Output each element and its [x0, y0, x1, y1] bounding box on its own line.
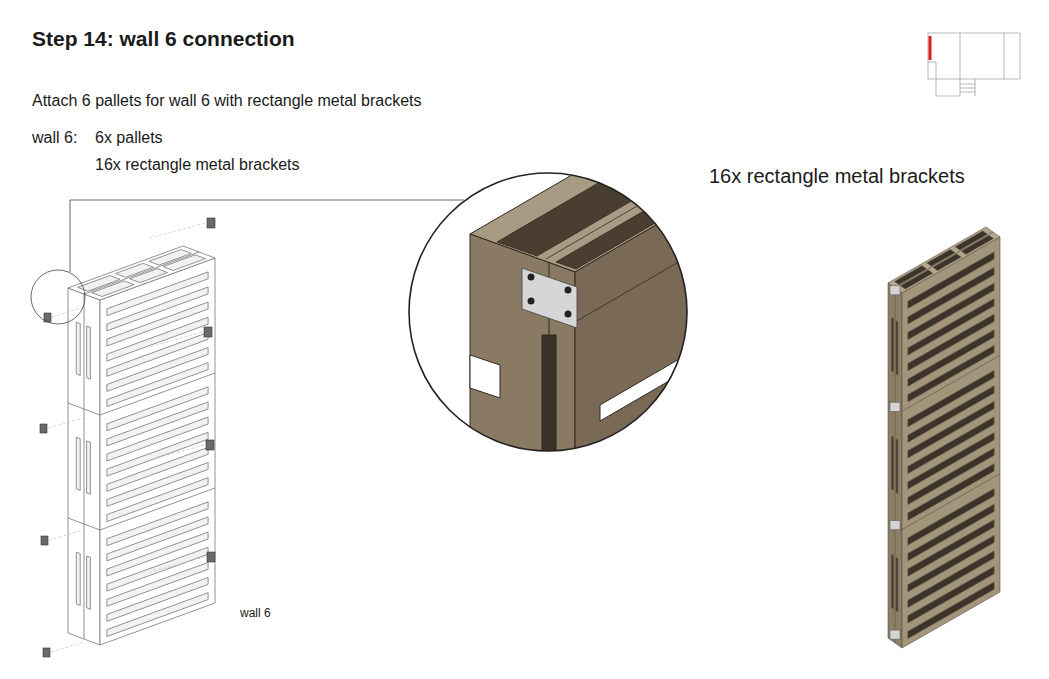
guide-line [51, 642, 84, 652]
compartment [895, 266, 927, 285]
layer-seam [84, 252, 199, 294]
slot-opening [600, 347, 700, 421]
guide-line [150, 332, 202, 347]
compartment [955, 231, 987, 250]
slat-line [575, 238, 720, 322]
side-face [100, 258, 215, 645]
map-line [1020, 33, 1021, 79]
end-face [888, 283, 902, 648]
fork-slot [87, 441, 91, 494]
map-stair [975, 79, 976, 96]
slat-gap [107, 478, 208, 522]
notch [470, 355, 500, 398]
end-face [68, 288, 100, 645]
side-face [575, 188, 720, 480]
fork-slot [896, 557, 898, 612]
map-stair [960, 88, 975, 89]
slat-gap [107, 363, 208, 407]
pallet-seam [902, 355, 1000, 411]
metal-bracket [890, 630, 900, 639]
leader-line [70, 200, 464, 272]
location-map [928, 33, 1020, 96]
map-line [1004, 33, 1020, 34]
screw-hole [528, 274, 535, 281]
guide-line [150, 557, 205, 572]
guide-line [49, 530, 84, 540]
screw-hole [565, 287, 572, 294]
bracket-part [207, 552, 215, 562]
fork-slot [896, 439, 898, 493]
callout-text: 16x rectangle metal brackets [709, 165, 965, 188]
gap-slot [542, 335, 556, 480]
fork-slot [76, 437, 80, 490]
guide-line [150, 445, 204, 460]
metal-bracket [890, 286, 900, 295]
fork-slot [896, 321, 898, 375]
metal-bracket [890, 521, 900, 530]
map-stair [960, 84, 975, 85]
bracket-part [206, 440, 214, 450]
bracket-part [43, 648, 50, 657]
layer-seam [895, 232, 993, 288]
slat-gap [908, 582, 994, 638]
guide-line [52, 307, 84, 317]
guide-line [48, 418, 84, 428]
figure-label: wall 6 [240, 607, 271, 621]
bracket-part [40, 424, 47, 433]
zoom-circle [409, 173, 687, 451]
fork-slot [892, 436, 894, 490]
pallet-seam [902, 474, 1000, 530]
pallet-seam [888, 520, 902, 530]
pallet-seam [888, 401, 902, 411]
map-stair [960, 92, 975, 93]
fork-slot [892, 554, 894, 609]
compartment [927, 250, 955, 267]
metal-bracket [522, 268, 577, 328]
detail-circle [31, 270, 85, 324]
layer-seam [895, 288, 896, 643]
bracket-part [207, 218, 215, 228]
assembled-wall [888, 227, 1000, 648]
fork-slot [76, 552, 80, 605]
layer-seam [84, 294, 85, 639]
bracket-part [41, 536, 48, 545]
fork-slot [76, 322, 80, 375]
map-line [1004, 79, 1020, 80]
wall-marker [929, 36, 932, 60]
bracket-part [204, 327, 212, 337]
screw-hole [528, 298, 535, 305]
top-face [68, 246, 215, 300]
guide-line [150, 223, 205, 238]
part-list-heading: wall 6: [32, 129, 77, 147]
exploded-wall [40, 218, 215, 657]
step-title: Step 14: wall 6 connection [32, 27, 295, 51]
pallet-seam [100, 488, 215, 530]
metal-bracket [890, 402, 900, 411]
map-outline [928, 33, 1004, 79]
map-line [928, 62, 960, 96]
fork-slot [87, 326, 91, 379]
map-line [960, 33, 961, 79]
side-face [902, 237, 1000, 648]
part-count: 16x rectangle metal brackets [95, 156, 300, 174]
fork-slot [892, 318, 894, 372]
pallet-seam [100, 373, 215, 415]
instruction-text: Attach 6 pallets for wall 6 with rectang… [32, 92, 422, 110]
fork-slot [87, 556, 91, 609]
zoom-detail [400, 150, 720, 480]
slat-gap [107, 593, 208, 637]
screw-hole [565, 311, 572, 318]
part-count: 6x pallets [95, 129, 163, 147]
